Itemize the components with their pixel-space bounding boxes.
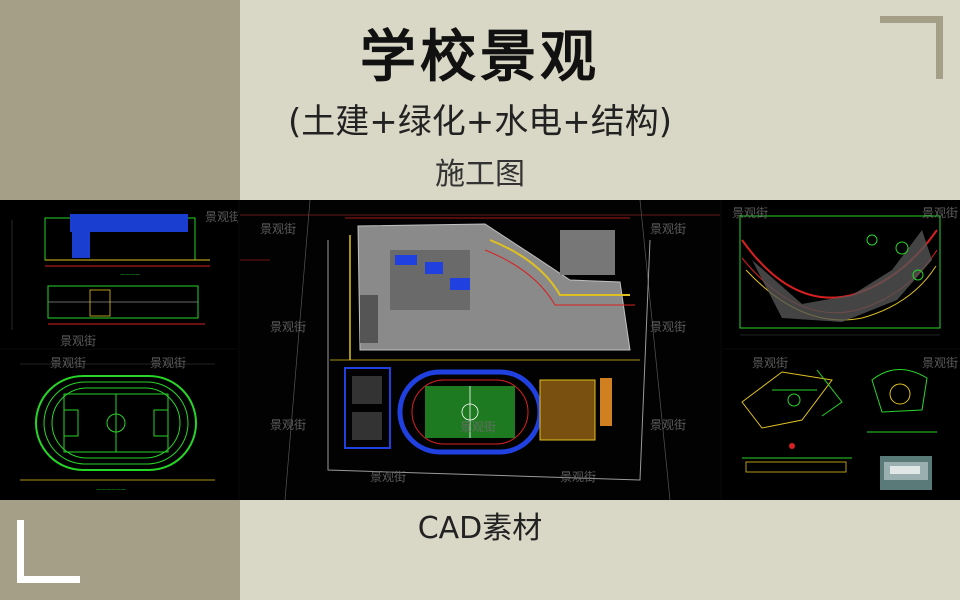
watermark-text: 景观街	[732, 206, 769, 220]
watermark-text: 景观街	[370, 470, 407, 484]
cad-preview-strip: ———— 景观街 景观街 —————— 景观街 景观街	[0, 200, 960, 500]
page-caption: 施工图	[435, 157, 525, 192]
watermark-text: 景观街	[270, 320, 307, 334]
watermark-text: 景观街	[460, 420, 497, 434]
svg-text:————: ————	[120, 272, 140, 278]
page-subtitle: (土建+绿化+水电+结构)	[288, 102, 672, 142]
cad-plaza-plan-drawing	[739, 215, 941, 336]
watermark-text: 景观街	[650, 222, 687, 236]
cad-panel-track: —————— 景观街 景观街	[0, 350, 238, 500]
cad-panel-elevation: ———— 景观街 景观街	[0, 200, 238, 348]
footer-label: CAD素材	[417, 511, 543, 546]
watermark-text: 景观街	[205, 210, 238, 224]
svg-text:——————: ——————	[96, 487, 126, 493]
cad-elevation-drawing: ————	[11, 214, 210, 330]
cad-panel-master-plan: 景观街 景观街 景观街 景观街 景观街 景观街 景观街 景观街 景观街	[240, 200, 720, 500]
cad-panel-plaza-plan: 景观街 景观街	[722, 200, 960, 348]
corner-bracket-top-right-icon	[880, 16, 943, 79]
watermark-text: 景观街	[50, 356, 87, 370]
watermark-text: 景观街	[150, 356, 187, 370]
watermark-text: 景观街	[922, 206, 959, 220]
watermark-text: 景观街	[922, 356, 959, 370]
watermark-text: 景观街	[650, 320, 687, 334]
page-title: 学校景观	[360, 25, 600, 90]
cad-details-drawing	[741, 369, 937, 490]
watermark-text: 景观街	[60, 334, 97, 348]
watermark-text: 景观街	[270, 418, 307, 432]
decor-block-bottom-left	[0, 500, 240, 600]
cad-master-plan-drawing	[240, 200, 720, 500]
corner-bracket-bottom-left-icon	[17, 520, 80, 583]
watermark-text: 景观街	[260, 222, 297, 236]
decor-block-top-left	[0, 0, 240, 200]
watermark-text: 景观街	[752, 356, 789, 370]
watermark-text: 景观街	[650, 418, 687, 432]
cad-panel-details: 景观街 景观街	[722, 350, 960, 500]
watermark-text: 景观街	[560, 470, 597, 484]
cad-track-drawing: ——————	[20, 363, 215, 493]
